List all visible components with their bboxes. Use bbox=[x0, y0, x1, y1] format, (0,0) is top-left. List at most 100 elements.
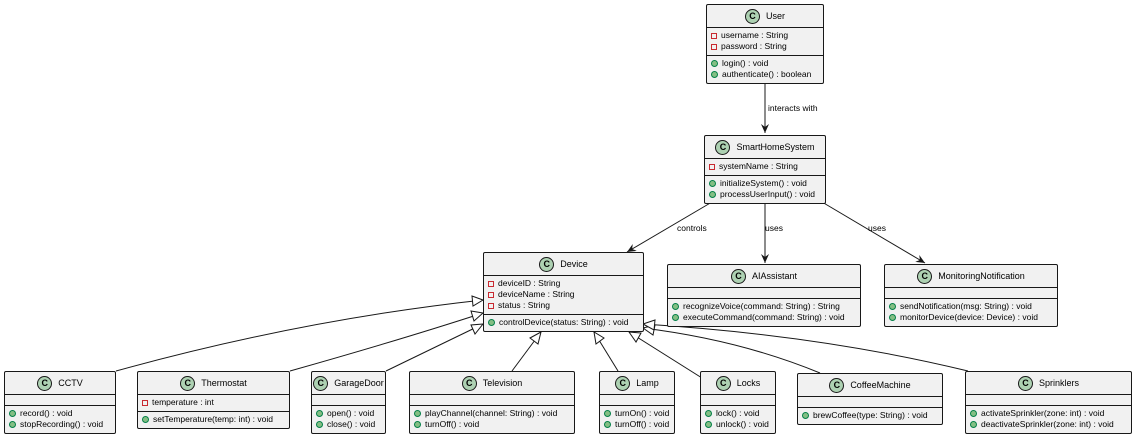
class-type-icon: C bbox=[715, 139, 731, 155]
method-text: lock() : void bbox=[716, 408, 760, 418]
attribute-text: password : String bbox=[721, 41, 787, 51]
method-row: monitorDevice(device: Device) : void bbox=[889, 312, 1053, 323]
method-text: record() : void bbox=[20, 408, 73, 418]
class-name: Locks bbox=[736, 377, 761, 388]
lamp-inheritance-head bbox=[593, 331, 605, 345]
class-name: CCTV bbox=[58, 377, 83, 388]
public-visibility-icon bbox=[705, 410, 712, 417]
public-visibility-icon bbox=[970, 410, 977, 417]
method-row: stopRecording() : void bbox=[9, 419, 111, 430]
smarthome-monitor-association bbox=[821, 201, 926, 264]
public-visibility-icon bbox=[709, 191, 716, 198]
method-row: open() : void bbox=[316, 408, 381, 419]
method-text: turnOff() : void bbox=[615, 419, 670, 429]
public-visibility-icon bbox=[142, 416, 149, 423]
attribute-row: temperature : int bbox=[142, 397, 285, 408]
public-visibility-icon bbox=[604, 421, 611, 428]
method-row: initializeSystem() : void bbox=[709, 178, 821, 189]
attribute-row: status : String bbox=[488, 300, 639, 311]
public-visibility-icon bbox=[316, 421, 323, 428]
attributes-section bbox=[668, 287, 860, 298]
attributes-section bbox=[885, 287, 1057, 298]
attributes-section bbox=[312, 394, 385, 405]
attributes-section bbox=[701, 394, 775, 405]
class-type-icon: C bbox=[37, 375, 53, 391]
method-text: controlDevice(status: String) : void bbox=[499, 317, 629, 327]
method-text: sendNotification(msg: String) : void bbox=[900, 301, 1032, 311]
method-text: initializeSystem() : void bbox=[720, 178, 807, 188]
public-visibility-icon bbox=[802, 412, 809, 419]
method-text: activateSprinkler(zone: int) : void bbox=[981, 408, 1105, 418]
method-row: executeCommand(command: String) : void bbox=[672, 312, 856, 323]
method-text: open() : void bbox=[327, 408, 375, 418]
method-row: recognizeVoice(command: String) : String bbox=[672, 301, 856, 312]
class-type-icon: C bbox=[313, 375, 329, 391]
attributes-section bbox=[600, 394, 674, 405]
cctv-inheritance bbox=[115, 299, 484, 372]
method-row: playChannel(channel: String) : void bbox=[414, 408, 570, 419]
public-visibility-icon bbox=[672, 303, 679, 310]
method-row: login() : void bbox=[711, 58, 819, 69]
thermostat-inheritance-head bbox=[470, 310, 485, 322]
class-type-icon: C bbox=[730, 268, 746, 284]
methods-section: brewCoffee(type: String) : void bbox=[798, 407, 942, 424]
attributes-section: systemName : String bbox=[705, 158, 825, 175]
attribute-text: temperature : int bbox=[152, 397, 214, 407]
public-visibility-icon bbox=[705, 421, 712, 428]
class-type-icon: C bbox=[180, 375, 196, 391]
method-text: monitorDevice(device: Device) : void bbox=[900, 312, 1038, 322]
method-row: lock() : void bbox=[705, 408, 771, 419]
public-visibility-icon bbox=[414, 410, 421, 417]
method-text: executeCommand(command: String) : void bbox=[683, 312, 845, 322]
attributes-section bbox=[5, 394, 115, 405]
public-visibility-icon bbox=[711, 71, 718, 78]
method-row: sendNotification(msg: String) : void bbox=[889, 301, 1053, 312]
attribute-text: deviceID : String bbox=[498, 278, 561, 288]
cctv-inheritance-head bbox=[471, 295, 485, 307]
private-visibility-icon bbox=[711, 43, 717, 50]
class-name: Lamp bbox=[636, 377, 659, 388]
uses-monitor-label: uses bbox=[868, 223, 886, 233]
private-visibility-icon bbox=[142, 399, 148, 406]
attributes-section bbox=[798, 396, 942, 407]
public-visibility-icon bbox=[711, 60, 718, 67]
method-text: deactivateSprinkler(zone: int) : void bbox=[981, 419, 1114, 429]
method-text: setTemperature(temp: int) : void bbox=[153, 414, 273, 424]
method-text: processUserInput() : void bbox=[720, 189, 815, 199]
class-type-icon: C bbox=[715, 375, 731, 391]
method-text: playChannel(channel: String) : void bbox=[425, 408, 558, 418]
thermostat-inheritance bbox=[289, 312, 484, 372]
private-visibility-icon bbox=[488, 302, 494, 309]
method-row: controlDevice(status: String) : void bbox=[488, 317, 639, 328]
method-row: turnOff() : void bbox=[604, 419, 670, 430]
class-type-icon: C bbox=[615, 375, 631, 391]
